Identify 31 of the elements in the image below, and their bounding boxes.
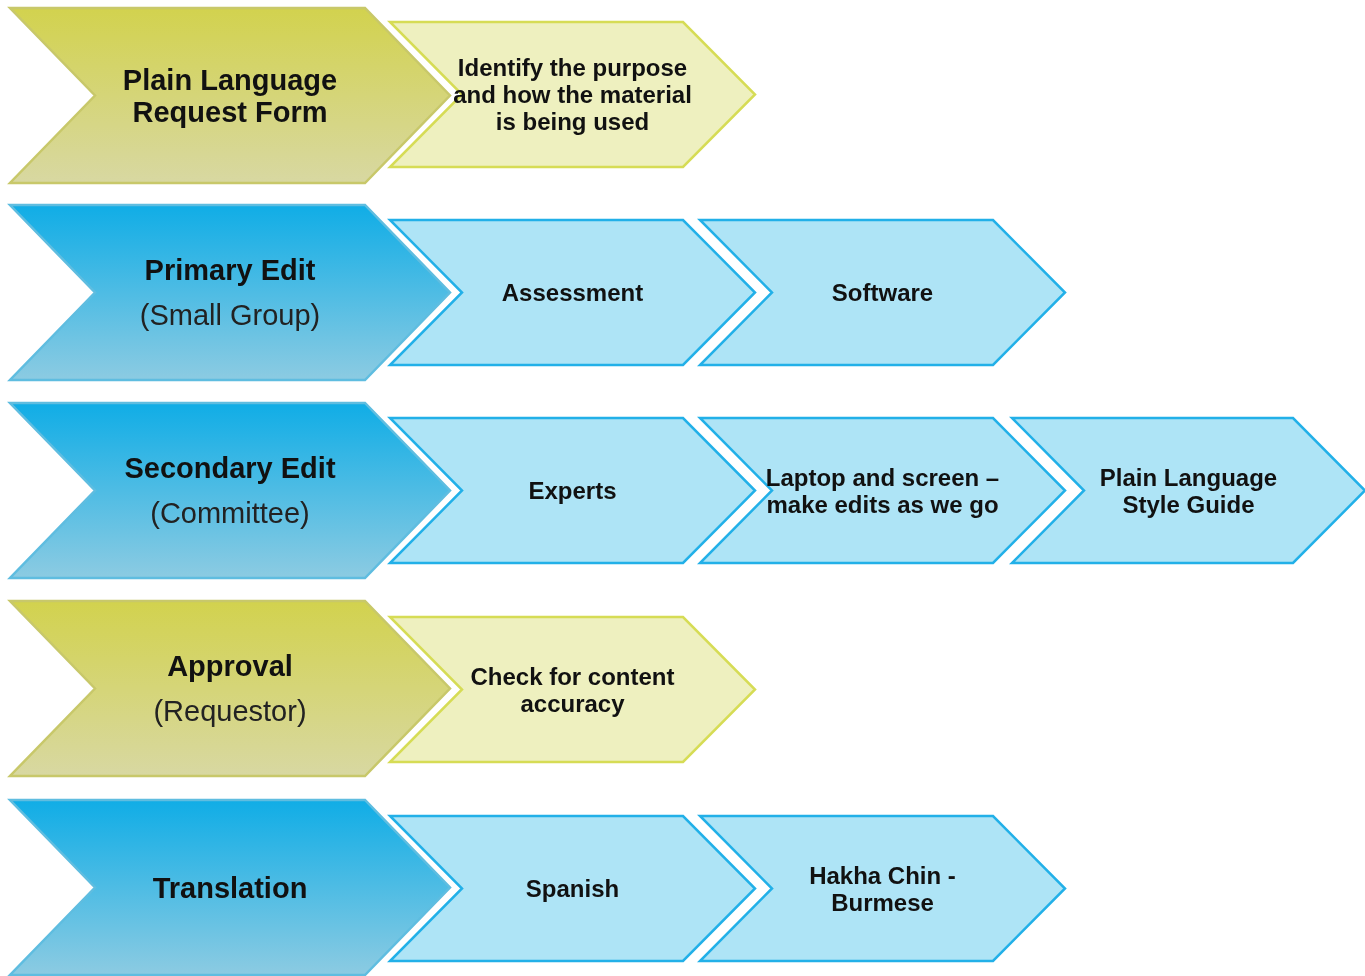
chevron-step bbox=[700, 816, 1065, 961]
chevron-step bbox=[700, 220, 1065, 365]
step-title: Approval bbox=[167, 649, 293, 682]
chevron-step bbox=[390, 220, 755, 365]
step-subtitle: (Requestor) bbox=[153, 693, 307, 728]
step-title: Software bbox=[831, 279, 934, 306]
step-title: Experts bbox=[528, 477, 617, 504]
chevron-step bbox=[390, 617, 755, 762]
step-title: Laptop and screen – make edits as we go bbox=[764, 463, 1001, 518]
step-title: Translation bbox=[152, 871, 308, 904]
chevron-step bbox=[1012, 418, 1365, 563]
chevron-step bbox=[10, 601, 450, 776]
step-title: Plain Language Request Form bbox=[121, 63, 339, 128]
step-subtitle: (Small Group) bbox=[139, 297, 321, 332]
chevron-step bbox=[10, 800, 450, 975]
step-title: Hakha Chin - Burmese bbox=[808, 861, 957, 916]
chevron-step bbox=[390, 816, 755, 961]
chevron-step bbox=[10, 8, 450, 183]
chevron-step bbox=[390, 418, 755, 563]
step-subtitle: (Committee) bbox=[150, 495, 310, 530]
step-title: Check for content accuracy bbox=[469, 662, 676, 717]
step-title: Spanish bbox=[525, 875, 620, 902]
chevron-step bbox=[390, 22, 755, 167]
step-title: Plain Language Style Guide bbox=[1098, 463, 1279, 518]
step-title: Assessment bbox=[501, 279, 644, 306]
step-title: Secondary Edit bbox=[124, 451, 336, 484]
step-title: Identify the purpose and how the material is being used bbox=[452, 54, 693, 135]
chevron-step bbox=[10, 403, 450, 578]
chevron-step bbox=[700, 418, 1065, 563]
chevron-step bbox=[10, 205, 450, 380]
step-title: Primary Edit bbox=[144, 253, 316, 286]
